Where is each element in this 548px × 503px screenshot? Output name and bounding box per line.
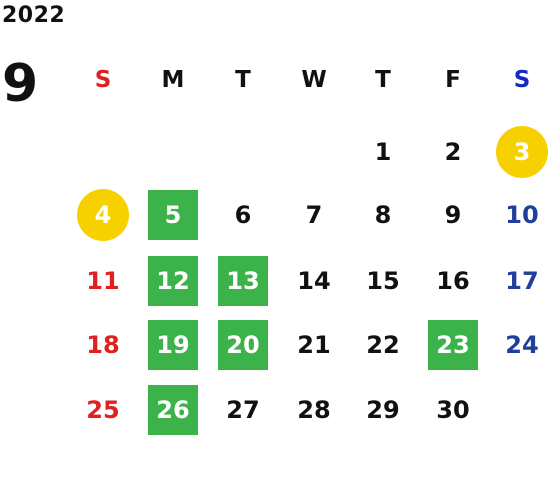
day-cell-12[interactable]: 12 — [148, 256, 198, 306]
day-cell-15[interactable]: 15 — [366, 267, 400, 295]
year-label: 2022 — [2, 3, 66, 28]
day-cell-20[interactable]: 20 — [218, 320, 268, 370]
day-cell-1[interactable]: 1 — [374, 138, 392, 166]
day-cell-30[interactable]: 30 — [436, 396, 470, 424]
day-cell-18[interactable]: 18 — [86, 331, 120, 359]
day-cell-4[interactable]: 4 — [77, 189, 129, 241]
day-cell-11[interactable]: 11 — [86, 267, 120, 295]
day-cell-7[interactable]: 7 — [305, 201, 323, 229]
day-cell-21[interactable]: 21 — [297, 331, 331, 359]
weekday-header-tuesday: T — [235, 67, 251, 93]
weekday-header-saturday: S — [513, 67, 531, 93]
day-cell-19[interactable]: 19 — [148, 320, 198, 370]
day-cell-28[interactable]: 28 — [297, 396, 331, 424]
day-cell-14[interactable]: 14 — [297, 267, 331, 295]
day-cell-16[interactable]: 16 — [436, 267, 470, 295]
day-cell-2[interactable]: 2 — [444, 138, 462, 166]
day-cell-3[interactable]: 3 — [496, 126, 548, 178]
day-cell-23[interactable]: 23 — [428, 320, 478, 370]
weekday-header-wednesday: W — [301, 67, 327, 93]
month-number: 9 — [2, 54, 39, 114]
day-cell-8[interactable]: 8 — [374, 201, 392, 229]
day-cell-25[interactable]: 25 — [86, 396, 120, 424]
day-cell-27[interactable]: 27 — [226, 396, 260, 424]
day-cell-9[interactable]: 9 — [444, 201, 462, 229]
day-cell-6[interactable]: 6 — [234, 201, 252, 229]
weekday-header-thursday: T — [375, 67, 391, 93]
day-cell-17[interactable]: 17 — [505, 267, 539, 295]
day-cell-26[interactable]: 26 — [148, 385, 198, 435]
weekday-header-friday: F — [445, 67, 461, 93]
day-cell-29[interactable]: 29 — [366, 396, 400, 424]
day-cell-10[interactable]: 10 — [505, 201, 539, 229]
day-cell-5[interactable]: 5 — [148, 190, 198, 240]
weekday-header-monday: M — [161, 67, 185, 93]
day-cell-24[interactable]: 24 — [505, 331, 539, 359]
day-cell-13[interactable]: 13 — [218, 256, 268, 306]
weekday-header-sunday: S — [94, 67, 112, 93]
day-cell-22[interactable]: 22 — [366, 331, 400, 359]
